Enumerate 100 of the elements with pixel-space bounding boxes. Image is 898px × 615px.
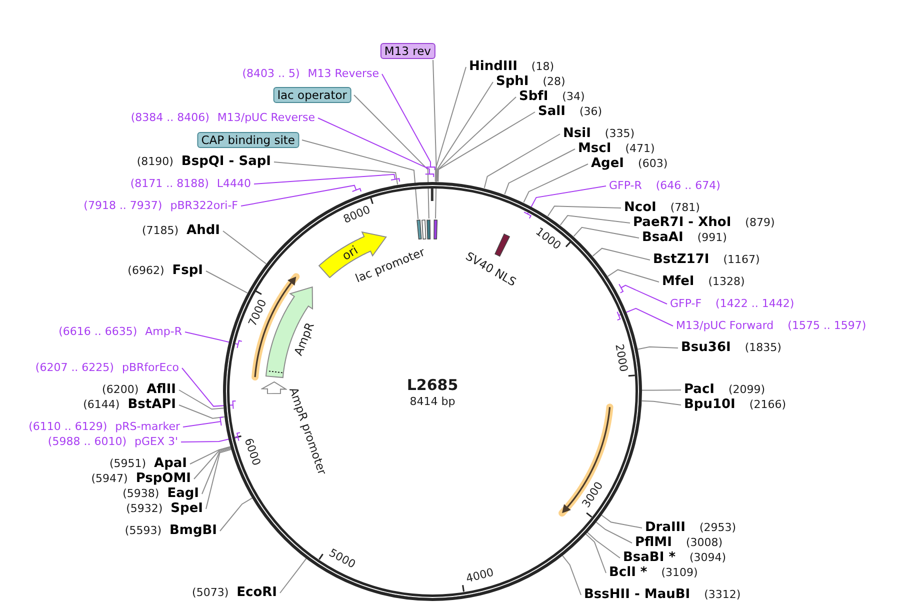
primer-name: L4440 (216, 177, 251, 191)
enzyme-name: MfeI (662, 275, 694, 289)
leader-line (585, 533, 606, 574)
leader-line (547, 206, 622, 217)
primer-range: (6207 .. 6225) (35, 361, 114, 375)
leader-line (178, 404, 226, 419)
leader-line (194, 446, 232, 480)
primer-name: M13/pUC Reverse (217, 111, 315, 125)
leader-line (573, 226, 640, 238)
leader-line (524, 186, 606, 219)
leader-line (618, 284, 668, 304)
leader-line (182, 368, 236, 410)
primer-range: (8384 .. 8406) (130, 111, 210, 125)
site-position: (3109) (661, 566, 698, 580)
site-position: (5947) (91, 472, 128, 486)
enzyme-name: NcoI (624, 201, 656, 215)
primer-name: pBRforEco (122, 361, 179, 375)
leader-line (504, 148, 576, 195)
site-position: (1835) (744, 341, 782, 355)
scale-label: 4000 (464, 566, 495, 586)
site-position: (5593) (124, 524, 162, 538)
site-position: (781) (670, 201, 700, 215)
primer-name: M13 Reverse (308, 67, 379, 81)
enzyme-name: EcoRI (236, 586, 277, 600)
leader-line (190, 446, 232, 464)
primer-range: (5988 .. 6010) (48, 435, 126, 449)
scale-label: 6000 (241, 437, 262, 468)
enzyme-name: BspQI - SapI (181, 155, 271, 169)
enzyme-name: EagI (167, 487, 199, 501)
site-position: (603) (638, 157, 668, 171)
site-position: (5932) (126, 502, 163, 516)
enzyme-name: BstZ17I (653, 253, 710, 267)
enzyme-name: FspI (172, 264, 203, 278)
enzyme-name: SbfI (519, 90, 548, 104)
leader-line (280, 558, 307, 594)
feature-label: CAP binding site (197, 132, 299, 148)
leader-line (178, 390, 224, 410)
enzyme-name: Bsu36I (681, 341, 731, 355)
leader-line (202, 448, 232, 494)
primer-range: (646 .. 674) (656, 179, 720, 193)
primer-name: Amp-R (145, 325, 182, 339)
leader-line (436, 82, 494, 182)
enzyme-name: BssHII - MauBI (584, 588, 690, 602)
site-position: (3008) (686, 536, 723, 550)
leader-line (254, 174, 400, 184)
site-position: (7185) (142, 224, 179, 238)
leader-line (220, 497, 253, 532)
leader-line (222, 230, 267, 264)
primer-name: GFP-R (609, 179, 642, 193)
site-position: (2166) (749, 398, 786, 412)
primer-range: (6616 .. 6635) (58, 325, 138, 339)
enzyme-name: HindIII (469, 60, 518, 74)
plasmid-name: L2685 (406, 378, 458, 392)
scale-label: 7000 (246, 298, 270, 329)
leader-line (354, 94, 430, 220)
site-position: (471) (625, 142, 655, 156)
enzyme-name: MscI (578, 142, 612, 156)
site-position: (6200) (102, 383, 139, 397)
leader-line (302, 140, 419, 220)
leader-line (596, 522, 632, 544)
feature-label: lac operator (273, 87, 351, 103)
site-position: (5951) (109, 457, 146, 471)
enzyme-name: SphI (496, 75, 529, 89)
site-position: (36) (579, 105, 602, 119)
scale-label: 2000 (612, 343, 629, 373)
leader-line (641, 400, 682, 406)
leader-line (607, 269, 660, 282)
leader-line (184, 332, 242, 349)
site-position: (991) (697, 231, 727, 245)
leader-line (206, 448, 232, 510)
leader-line (562, 554, 582, 596)
enzyme-name: BsaAI (642, 231, 684, 245)
leader-line (318, 118, 434, 178)
site-position: (6962) (128, 264, 164, 278)
leader-line (434, 66, 466, 182)
enzyme-name: ApaI (154, 457, 187, 471)
enzyme-name: SpeI (170, 502, 203, 516)
enzyme-name: NsiI (563, 127, 591, 141)
feature-name: AmpR (290, 320, 316, 358)
leader-line (523, 164, 588, 203)
leader-line (637, 346, 678, 350)
site-position: (18) (531, 60, 554, 74)
leader-line (616, 308, 674, 326)
primer-name: pBR322ori-F (170, 199, 238, 213)
site-position: (3312) (704, 588, 741, 602)
site-position: (5073) (192, 586, 229, 600)
enzyme-name: PflMI (635, 536, 672, 550)
leader-line (274, 162, 398, 185)
primer-name: pGEX 3' (134, 435, 178, 449)
primer-range: (1575 .. 1597) (788, 319, 866, 333)
leader-line (180, 432, 240, 442)
feature-name: ori (339, 243, 360, 264)
leader-line (592, 248, 650, 260)
enzyme-name: Bpu10I (684, 398, 736, 412)
enzyme-name: PacI (684, 383, 714, 397)
primer-range: (7918 .. 7937) (84, 199, 162, 213)
leader-line (432, 60, 437, 220)
site-position: (34) (562, 90, 585, 104)
primer-name: M13/pUC Forward (676, 319, 774, 333)
primer-range: (8403 .. 5) (242, 67, 300, 81)
